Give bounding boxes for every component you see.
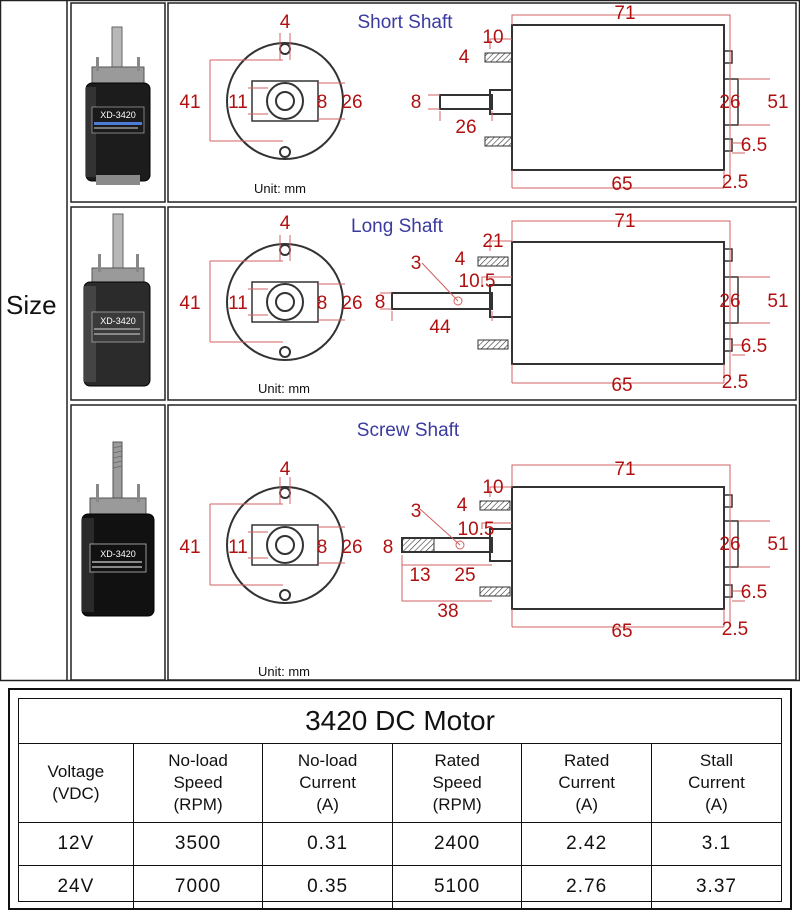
side-view-body (511, 24, 725, 171)
dim-body-d: 51 (767, 534, 788, 555)
dim-length: 71 (614, 459, 635, 480)
dim-body-len: 65 (611, 621, 632, 642)
variant-title: Screw Shaft (357, 420, 460, 441)
dim-boss-len: 10.5 (458, 519, 495, 540)
dim-shaft-d: 8 (411, 92, 422, 113)
motor-photo-long-shaft: XD-3420 (78, 212, 158, 392)
cell-noload-current: 0.35 (262, 865, 393, 908)
dim-end: 2.5 (722, 172, 748, 193)
cell-voltage: 24V (19, 865, 134, 908)
motor-photo-screw-shaft: XD-3420 (76, 440, 160, 620)
variant-title: Long Shaft (351, 216, 444, 237)
dim-flange-len: 10 (482, 27, 503, 48)
dim-term-gap: 6.5 (741, 582, 767, 603)
dim-term-h: 26 (719, 534, 740, 555)
dim-plain-len: 25 (454, 565, 475, 586)
dim-pilot: 26 (341, 293, 362, 314)
table-row: 12V 3500 0.31 2400 2.42 3.1 (19, 822, 781, 866)
dim-term-gap: 6.5 (741, 135, 767, 156)
dim-pilot: 26 (341, 537, 362, 558)
dim-boss: 11 (228, 293, 248, 314)
dim-tab: 4 (455, 249, 466, 270)
cell-rated-speed: 2400 (391, 822, 523, 866)
dim-height: 41 (179, 92, 200, 113)
cell-noload-speed: 3500 (132, 822, 264, 866)
dim-shaft-d: 8 (317, 92, 328, 113)
dim-hole-top: 4 (280, 12, 291, 33)
dim-shaft-len: 44 (429, 317, 451, 338)
unit-text: Unit: mm (258, 664, 310, 679)
dim-height: 41 (179, 537, 200, 558)
dim-flange-len: 10 (482, 477, 503, 498)
cell-rated-speed: 5100 (391, 865, 523, 908)
cell-stall-current: 3.1 (650, 822, 781, 866)
dim-flat: 3 (411, 253, 422, 274)
cell-voltage: 12V (19, 822, 134, 866)
dim-tab: 4 (459, 47, 470, 68)
dim-shaft-d: 8 (375, 292, 386, 313)
dim-height: 41 (179, 293, 200, 314)
unit-text: Unit: mm (254, 181, 306, 196)
drawing-long-shaft: Long Shaft 4 41 11 8 26 Unit: mm 71 21 4… (170, 207, 794, 400)
cell-rated-current: 2.76 (521, 865, 652, 908)
dim-shaft-len: 38 (437, 601, 458, 622)
header-voltage: Voltage(VDC) (19, 744, 134, 823)
drawing-screw-shaft: Screw Shaft 4 41 11 8 26 Unit: mm 71 10 … (170, 405, 794, 680)
dim-shaft-d: 8 (317, 293, 328, 314)
unit-text: Unit: mm (258, 381, 310, 396)
dim-end: 2.5 (722, 619, 748, 640)
dim-term-h: 26 (719, 92, 740, 113)
dim-length: 71 (614, 211, 635, 232)
spec-title: 3420 DC Motor (19, 699, 781, 744)
dim-boss-len: 10.5 (459, 271, 496, 292)
cell-noload-speed: 7000 (132, 865, 264, 908)
drawing-short-shaft: Short Shaft 4 41 11 8 26 Unit: mm 71 10 … (170, 3, 794, 202)
dim-shaft-d: 8 (383, 537, 394, 558)
table-row: 24V 7000 0.35 5100 2.76 3.37 (19, 865, 781, 908)
dim-shaft-d: 8 (317, 537, 328, 558)
motor-photo-short-shaft: XD-3420 (78, 25, 158, 190)
dim-flat: 3 (411, 501, 422, 522)
dim-boss: 11 (228, 92, 248, 113)
dim-body-d: 51 (767, 291, 788, 312)
dim-hole-top: 4 (280, 213, 291, 234)
dim-body-len: 65 (611, 174, 632, 195)
dim-pilot: 26 (341, 92, 362, 113)
cell-stall-current: 3.37 (650, 865, 781, 908)
motor-label: XD-3420 (100, 110, 136, 120)
cell-noload-current: 0.31 (262, 822, 393, 866)
cell-rated-current: 2.42 (521, 822, 652, 866)
variant-title: Short Shaft (357, 12, 453, 33)
dim-term-gap: 6.5 (741, 336, 767, 357)
dim-hole-top: 4 (280, 459, 291, 480)
dim-flange-len: 21 (482, 231, 503, 252)
motor-label: XD-3420 (100, 316, 136, 326)
dim-thread-len: 13 (409, 565, 430, 586)
dim-term-h: 26 (719, 291, 740, 312)
dim-body-d: 51 (767, 92, 788, 113)
dim-shaft-len: 26 (455, 117, 476, 138)
dim-body-len: 65 (611, 375, 632, 396)
dim-length: 71 (614, 3, 635, 24)
size-label: Size (6, 290, 57, 320)
dim-boss: 11 (228, 537, 248, 558)
motor-label: XD-3420 (100, 549, 136, 559)
dim-end: 2.5 (722, 372, 748, 393)
dim-tab: 4 (457, 495, 468, 516)
